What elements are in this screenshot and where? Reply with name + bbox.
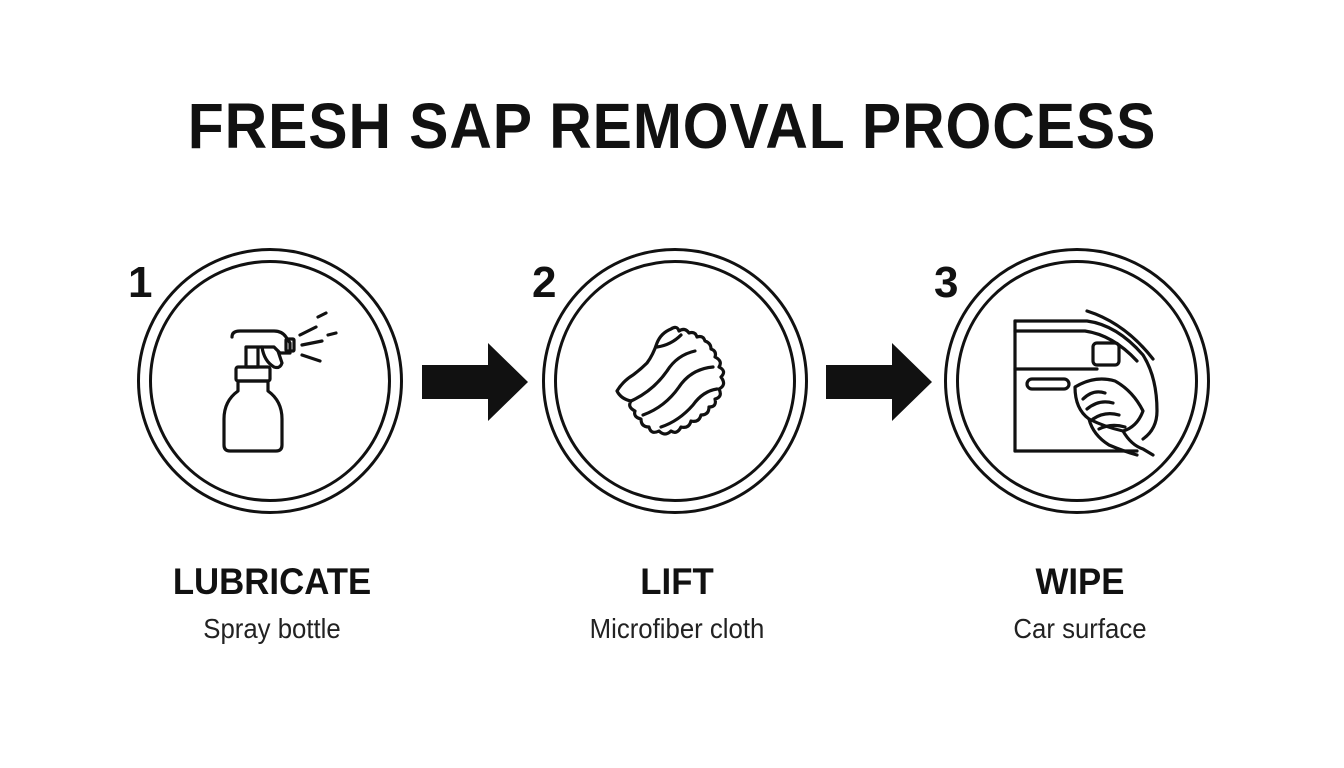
step-3-inner-ring: [956, 260, 1198, 502]
step-1-description: Spray bottle: [203, 613, 341, 644]
microfiber-cloth-icon: [615, 325, 726, 436]
spray-bottle-icon: [222, 311, 338, 453]
step-2-circle: [542, 248, 808, 514]
step-3-label: WIPE: [1035, 561, 1125, 602]
step-2-inner-ring: [554, 260, 796, 502]
step-2-number: 2: [532, 258, 557, 307]
step-1-label: LUBRICATE: [172, 561, 372, 602]
diagram-title: FRESH SAP REMOVAL PROCESS: [187, 90, 1157, 162]
step-3-circle: [944, 248, 1210, 514]
step-3-number: 3: [934, 258, 959, 307]
step-1-number: 1: [128, 258, 153, 307]
hand-wiping-car-door-icon: [1013, 309, 1159, 457]
step-1-circle: [137, 248, 403, 514]
right-arrow-icon: [422, 343, 528, 421]
right-arrow-icon: [826, 343, 932, 421]
step-2-label: LIFT: [640, 561, 714, 602]
step-3-description: Car surface: [1013, 613, 1147, 644]
step-1-inner-ring: [149, 260, 391, 502]
step-2-description: Microfiber cloth: [589, 613, 765, 644]
